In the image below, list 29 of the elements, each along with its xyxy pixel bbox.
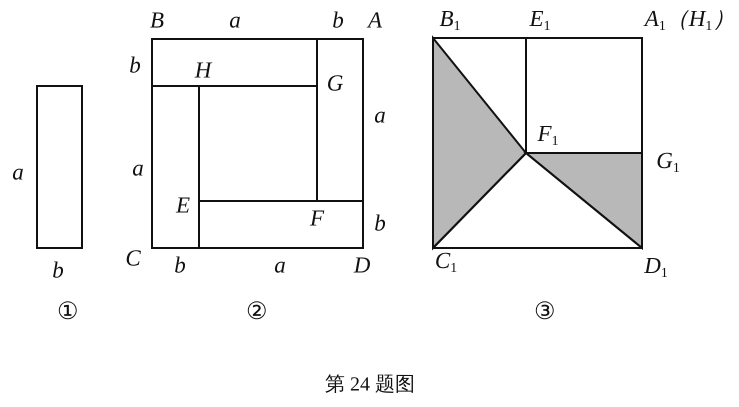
caption: 第 24 题图 <box>325 372 415 398</box>
point-label: B$_{1}$ <box>440 7 460 33</box>
point-label: a <box>274 254 286 276</box>
point-label: F$_{1}$ <box>538 122 558 148</box>
point-label: b <box>374 212 386 234</box>
figure-number: ② <box>246 300 268 324</box>
point-label: D$_{1}$ <box>644 254 668 280</box>
point-label: G <box>326 72 344 94</box>
point-label: B <box>150 8 164 32</box>
point-label: A$_{1}$（H$_{1}$） <box>644 7 736 33</box>
point-label: a <box>12 160 24 184</box>
point-label: F <box>310 206 324 230</box>
point-label: H <box>194 58 212 82</box>
point-label: b <box>129 54 141 76</box>
figure-number: ③ <box>534 300 556 324</box>
point-label: C <box>125 246 141 270</box>
point-label: E <box>176 194 190 216</box>
point-label: b <box>174 254 186 276</box>
point-label: E$_{1}$ <box>530 7 550 33</box>
figure-number: ① <box>57 300 79 324</box>
point-label: C$_{1}$ <box>434 249 458 275</box>
point-label: G$_{1}$ <box>656 149 680 175</box>
point-label: a <box>374 104 386 126</box>
point-label: A <box>368 8 382 32</box>
point-label: b <box>332 8 344 32</box>
point-label: a <box>229 8 241 32</box>
point-label: D <box>354 254 370 276</box>
point-label: b <box>52 258 64 282</box>
point-label: a <box>132 156 144 180</box>
